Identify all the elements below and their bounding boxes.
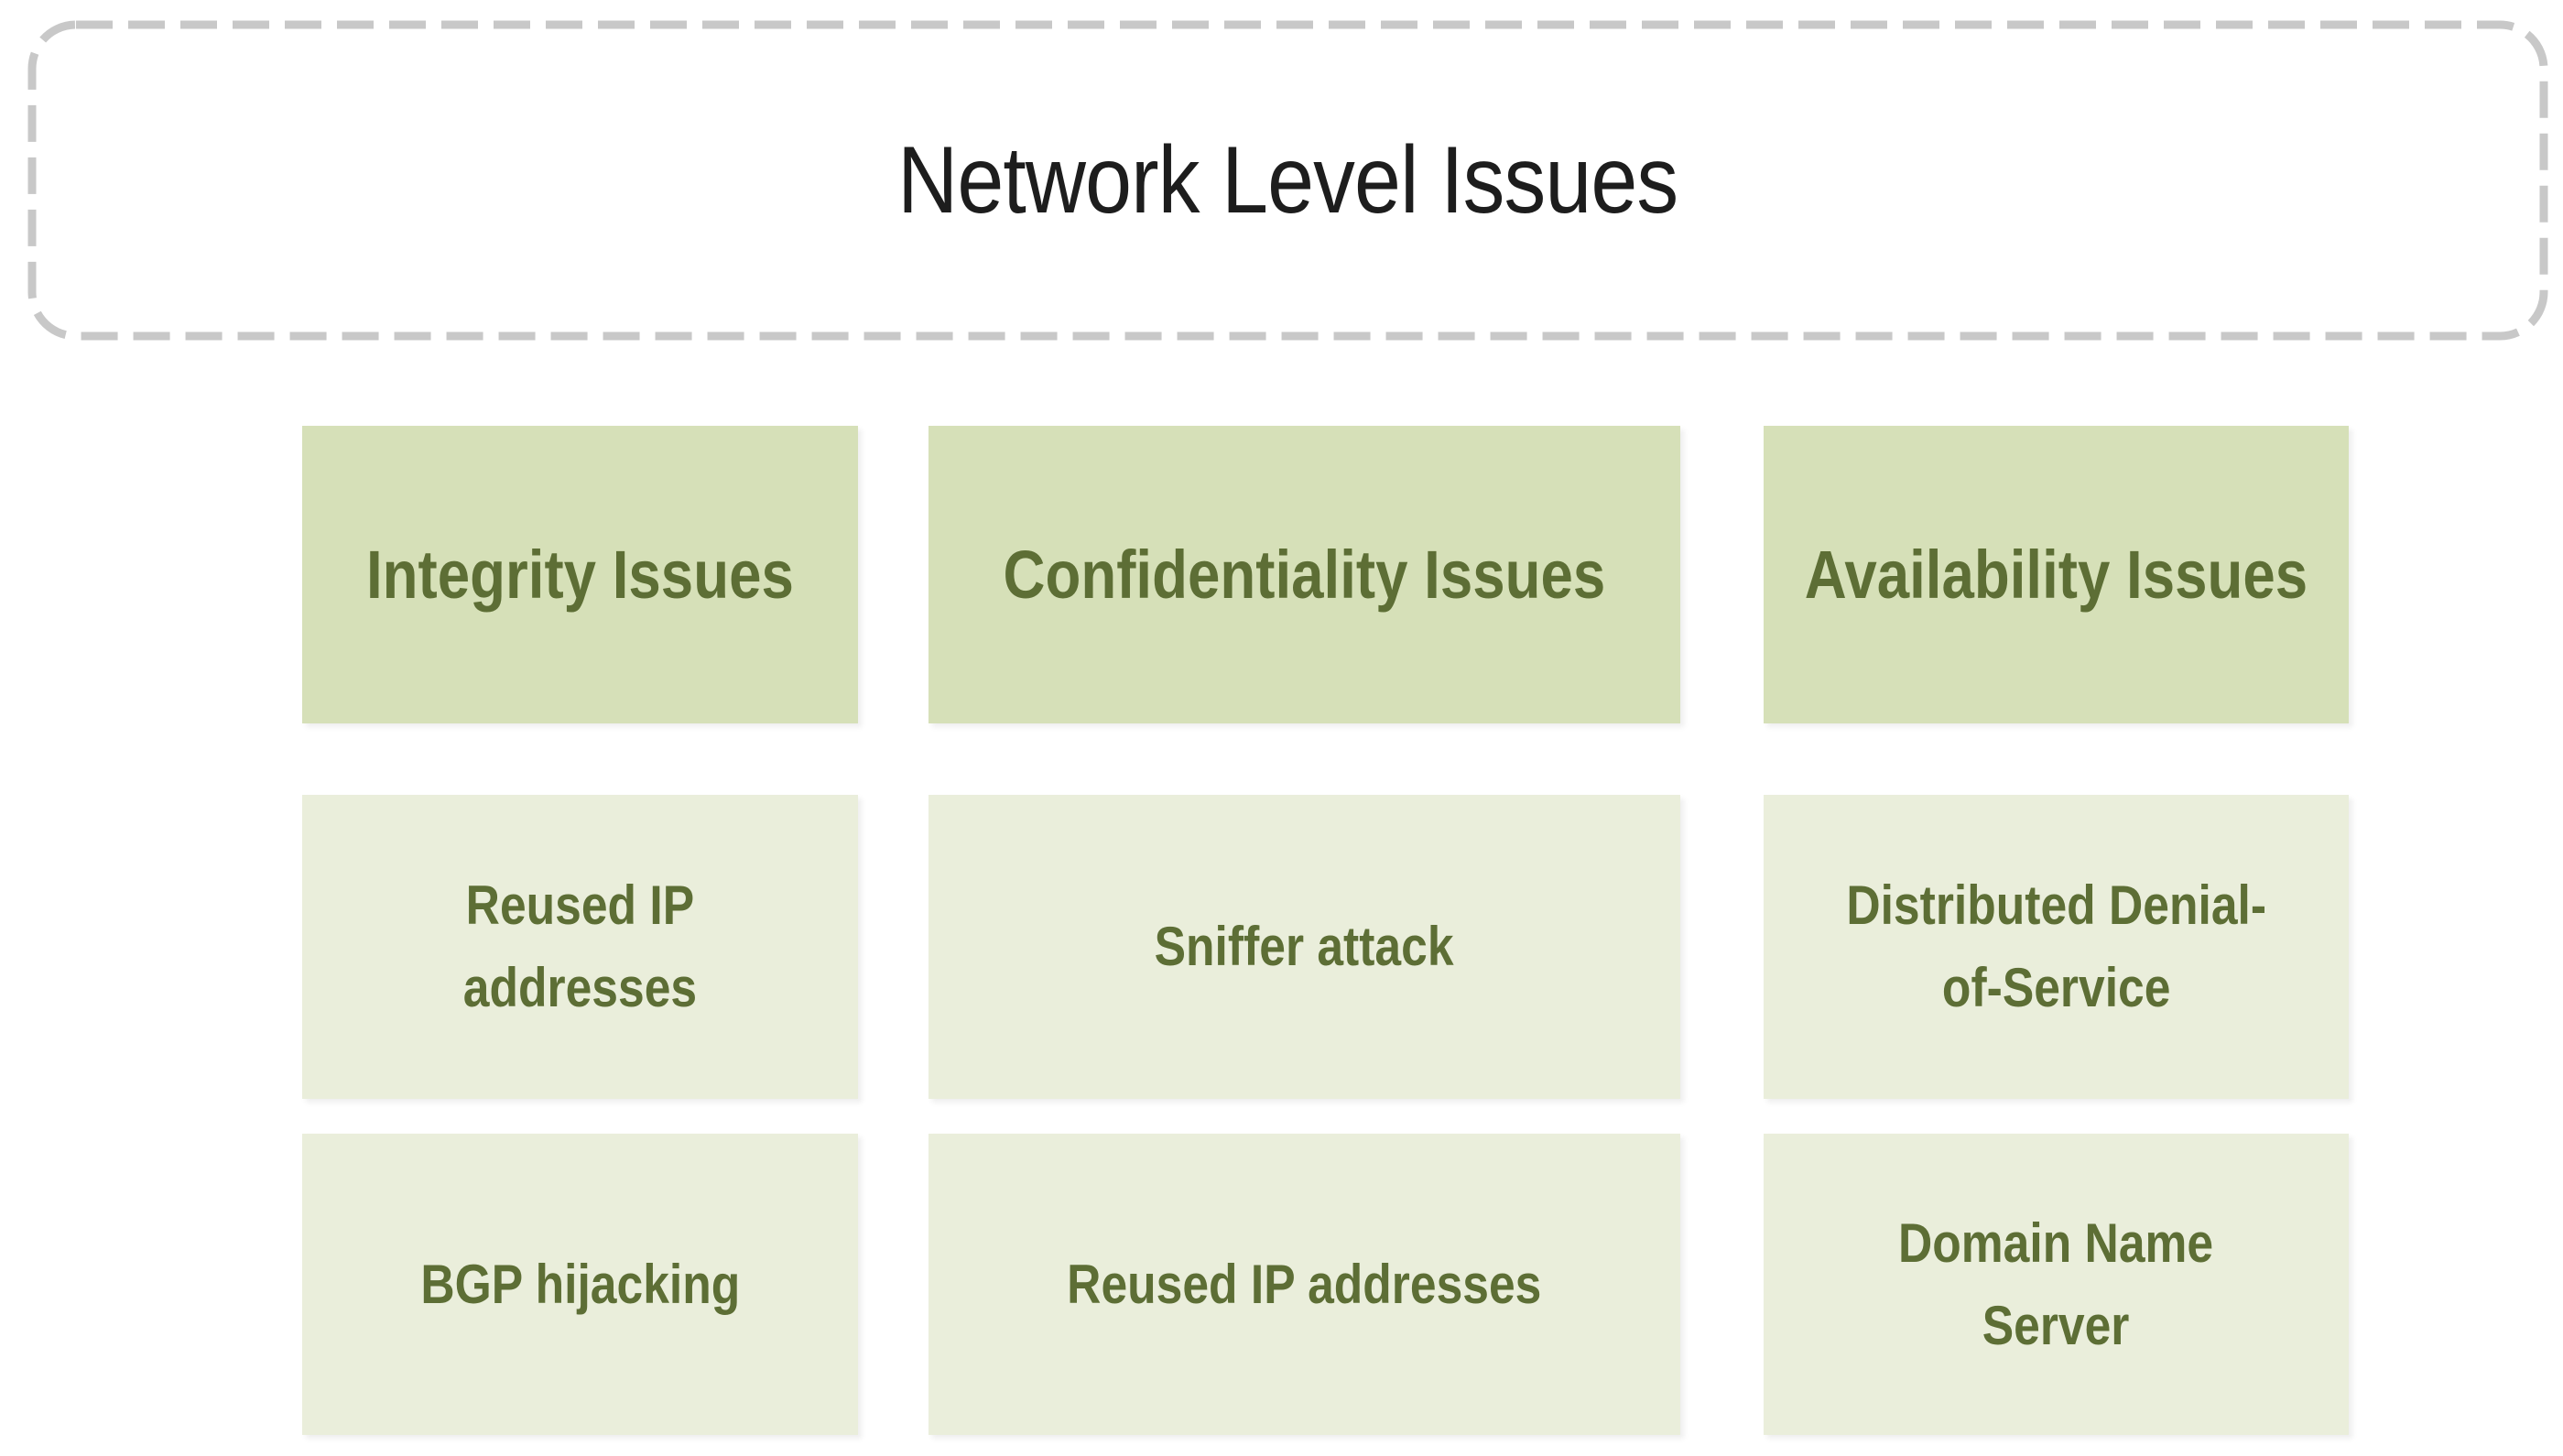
dashed-border-box bbox=[27, 20, 2548, 341]
item-sniffer-attack: Sniffer attack bbox=[929, 795, 1680, 1099]
header-integrity-issues: Integrity Issues bbox=[302, 426, 858, 723]
item-bgp-hijacking: BGP hijacking bbox=[302, 1134, 858, 1435]
header-availability-issues: Availability Issues bbox=[1764, 426, 2349, 723]
item-reused-ip-addresses-confidentiality-label: Reused IP addresses bbox=[1067, 1253, 1542, 1315]
header-integrity-issues-label: Integrity Issues bbox=[366, 537, 794, 613]
item-reused-ip-addresses-integrity: Reused IP addresses bbox=[302, 795, 858, 1099]
header-confidentiality-issues: Confidentiality Issues bbox=[929, 426, 1680, 723]
item-reused-ip-addresses-integrity-label: Reused IP addresses bbox=[462, 875, 698, 1018]
column-confidentiality: Confidentiality Issues Sniffer attack Re… bbox=[929, 426, 1680, 1435]
item-sniffer-attack-label: Sniffer attack bbox=[1155, 916, 1454, 977]
header-availability-issues-label: Availability Issues bbox=[1804, 537, 2308, 613]
page-title: Network Level Issues bbox=[27, 20, 2548, 341]
item-domain-name-server: Domain Name Server bbox=[1764, 1134, 2349, 1435]
column-availability: Availability Issues Distributed Denial- … bbox=[1764, 426, 2349, 1435]
item-distributed-denial-of-service-label: Distributed Denial- of-Service bbox=[1846, 875, 2266, 1018]
item-bgp-hijacking-label: BGP hijacking bbox=[420, 1253, 740, 1315]
item-domain-name-server-label: Domain Name Server bbox=[1898, 1212, 2214, 1356]
item-distributed-denial-of-service: Distributed Denial- of-Service bbox=[1764, 795, 2349, 1099]
column-integrity: Integrity Issues Reused IP addresses BGP… bbox=[302, 426, 858, 1435]
page-title-text: Network Level Issues bbox=[897, 126, 1678, 234]
header-confidentiality-issues-label: Confidentiality Issues bbox=[1003, 537, 1606, 613]
item-reused-ip-addresses-confidentiality: Reused IP addresses bbox=[929, 1134, 1680, 1435]
